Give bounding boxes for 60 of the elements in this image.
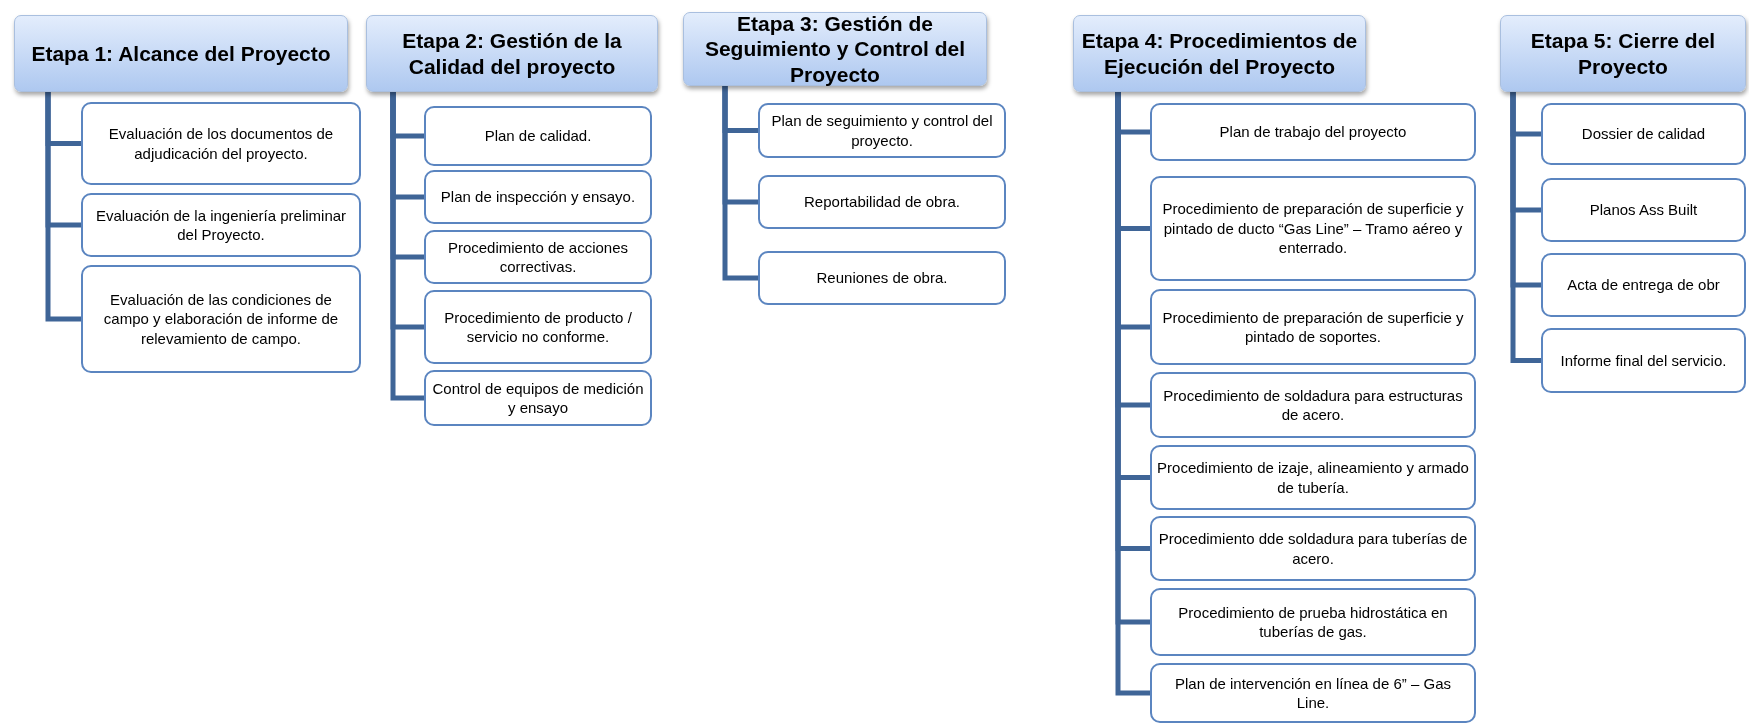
task-box <box>1541 178 1746 242</box>
connector-line <box>1510 92 1541 363</box>
task-box <box>424 370 652 426</box>
task-box <box>758 251 1006 305</box>
task-text: Procedimiento de izaje, alineamiento y armado de tubería. <box>1157 458 1469 497</box>
task-box <box>81 102 361 185</box>
stage-header <box>1073 15 1366 92</box>
stage-header <box>14 15 348 92</box>
task-text: Procedimiento de acciones correctivas. <box>446 237 630 277</box>
task-box <box>1541 253 1746 317</box>
task-box <box>1150 445 1476 510</box>
stage-header <box>683 12 987 86</box>
connector-line <box>45 92 81 322</box>
task-text: Procedimiento de producto / servicio no conforme. <box>443 307 633 347</box>
task-box <box>424 170 652 224</box>
task-text: Procedimiento de prueba hidrostática en tuberías de gas. <box>1177 602 1449 642</box>
task-text: Procedimiento de preparación de superficie y pintado de ducto “Gas Line” – Tramo aéreo y enterrado. <box>1161 199 1465 258</box>
header-text: Etapa 5: Cierre del Proyecto <box>1529 28 1717 79</box>
task-box <box>1541 103 1746 165</box>
task-text: Procedimiento de soldadura para estructuras de acero. <box>1162 385 1464 425</box>
stage-header <box>1500 15 1746 92</box>
task-text: Plan de calidad. <box>484 126 592 146</box>
task-box <box>81 265 361 373</box>
header-text: Etapa 1: Alcance del Proyecto <box>31 40 331 67</box>
task-box <box>1150 516 1476 581</box>
header-text: Etapa 3: Gestión de Seguimiento y Control del Proyecto <box>703 11 967 87</box>
task-box <box>81 193 361 257</box>
task-text: Control de equipos de medición y ensayo <box>431 378 645 418</box>
task-box <box>1150 663 1476 723</box>
task-text: Procedimiento dde soldadura para tuberías de acero. <box>1157 529 1469 568</box>
task-text: Planos Ass Built <box>1589 200 1698 220</box>
task-text: Reportabilidad de obra. <box>804 192 960 212</box>
task-text: Informe final del servicio. <box>1560 350 1727 371</box>
task-text: Plan de intervención en línea de 6” – Gas Line. <box>1174 673 1452 713</box>
task-text: Evaluación de la ingeniería preliminar del Proyecto. <box>94 205 348 245</box>
task-box <box>758 103 1006 158</box>
task-box <box>1150 372 1476 438</box>
header-text: Etapa 2: Gestión de la Calidad del proyecto <box>401 28 623 79</box>
task-box <box>424 106 652 166</box>
task-text: Acta de entrega de obr <box>1567 275 1720 295</box>
task-text: Procedimiento de preparación de superficie y pintado de soportes. <box>1161 307 1465 347</box>
header-text: Etapa 4: Procedimientos de Ejecución del Proyecto <box>1080 28 1359 79</box>
task-text: Plan de trabajo del proyecto <box>1219 122 1407 142</box>
task-box <box>1150 289 1476 365</box>
connector-line <box>722 86 758 281</box>
stage-header <box>366 15 658 92</box>
task-box <box>758 175 1006 229</box>
task-box <box>424 230 652 284</box>
task-box <box>1150 176 1476 281</box>
task-text: Evaluación de las condiciones de campo y elaboración de informe de relevamiento de campo. <box>102 289 340 349</box>
task-box <box>1150 103 1476 161</box>
task-text: Reuniones de obra. <box>816 268 948 288</box>
task-text: Dossier de calidad <box>1581 124 1706 144</box>
connector-line <box>390 92 424 401</box>
task-text: Plan de seguimiento y control del proyecto. <box>770 111 994 150</box>
task-box <box>424 290 652 364</box>
task-box <box>1541 328 1746 393</box>
task-text: Evaluación de los documentos de adjudicación del proyecto. <box>107 124 335 163</box>
task-text: Plan de inspección y ensayo. <box>440 187 636 207</box>
task-box <box>1150 588 1476 656</box>
